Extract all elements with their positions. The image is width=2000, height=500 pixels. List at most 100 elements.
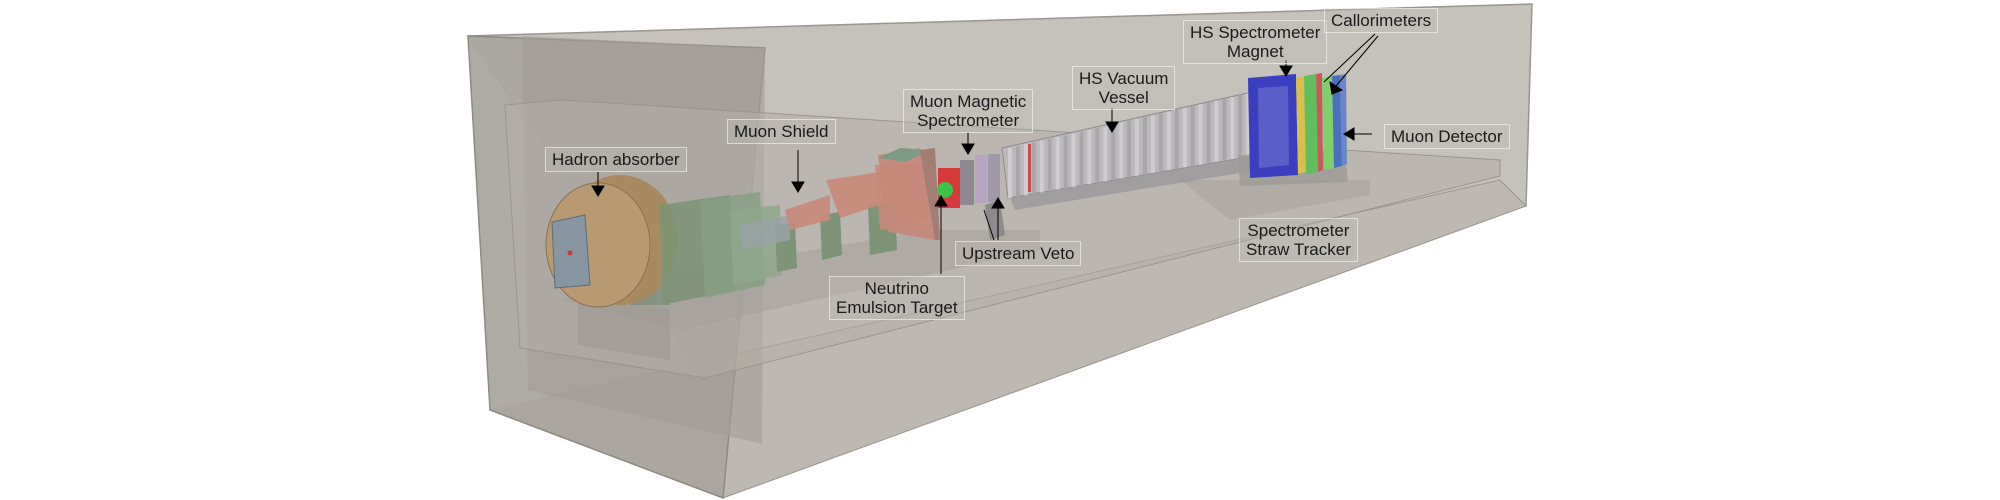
vessel-ring [1222, 98, 1227, 161]
vessel-ring [1055, 137, 1060, 190]
vessel-ring [1087, 129, 1092, 184]
vessel-ring [1174, 109, 1179, 169]
arrow-muon-shield-head [791, 181, 805, 193]
vessel-ring [1008, 148, 1012, 198]
vessel-ring [1023, 144, 1028, 196]
calorimeters [1296, 73, 1334, 174]
vessel-red-ring [1028, 144, 1031, 192]
vessel-ring [1015, 146, 1020, 197]
vessel-ring [1214, 100, 1219, 162]
neutrino-emulsion-target [878, 148, 960, 240]
hs-vacuum-vessel [1001, 87, 1282, 210]
arrow-muon-spectrometer-head [961, 143, 975, 155]
vessel-ring [1079, 131, 1084, 186]
label-hs-vacuum-vessel-line1: HS Vacuum [1079, 69, 1169, 88]
label-hs-vacuum-vessel-line2: Vessel [1098, 88, 1149, 107]
label-hadron-absorber: Hadron absorber [545, 147, 687, 172]
muon-detector [1332, 74, 1347, 168]
label-upstream-veto: Upstream Veto [955, 241, 1082, 266]
vessel-support [1010, 152, 1282, 210]
target-magnet-body [920, 148, 940, 240]
target-top-block [878, 148, 930, 162]
arrow-hs-vacuum-vessel-head [1105, 121, 1119, 133]
arrow-upstream-veto-1-head [991, 197, 1005, 209]
vessel-ring [1063, 135, 1068, 189]
muon-shield [660, 162, 930, 305]
shield-pipe [740, 215, 790, 250]
target-green-core [937, 182, 953, 198]
vessel-ring [1230, 97, 1235, 159]
vessel-ring [1039, 140, 1044, 193]
calorimeter-green-1 [1304, 74, 1318, 174]
vessel-ring [1135, 118, 1139, 176]
callout-arrows [591, 33, 1379, 274]
arrow-calorimeters-1 [1323, 33, 1376, 83]
target-magnet-front [878, 148, 935, 240]
arrow-upstream-veto-2 [983, 209, 995, 241]
vessel-ring [1158, 113, 1163, 172]
label-spectrometer-straw-tracker-line1: Spectrometer [1247, 221, 1350, 240]
muon-magnetic-spectrometer [960, 154, 1000, 205]
label-calorimeters-text: Callorimeters [1331, 11, 1432, 30]
cavern-step [578, 290, 670, 360]
calorimeter-yellow [1296, 76, 1306, 174]
vessel-ring [1143, 117, 1147, 175]
vessel-ring [1127, 120, 1132, 178]
cavern-platform [562, 230, 1040, 330]
muon-detector-plane-1 [1332, 75, 1342, 168]
calorimeter-green-2 [1322, 76, 1334, 170]
vessel-ring [1095, 128, 1100, 183]
arrow-hs-magnet-head [1279, 65, 1293, 77]
vessel-ring [1111, 124, 1116, 180]
vessel-ring [1182, 108, 1187, 168]
vessel-ring [1071, 133, 1076, 187]
label-muon-magnetic-spectrometer-line1: Muon Magnetic [910, 92, 1027, 111]
vessel-ring [1166, 111, 1171, 171]
arrow-hadron-absorber-head [591, 185, 605, 197]
label-muon-shield: Muon Shield [727, 119, 836, 144]
arrow-muon-detector-head [1343, 127, 1355, 141]
label-muon-detector-text: Muon Detector [1391, 127, 1503, 146]
vessel-ring [1190, 106, 1195, 166]
label-muon-magnetic-spectrometer: Muon Magnetic Spectrometer [903, 89, 1034, 133]
label-neutrino-emulsion-target: Neutrino Emulsion Target [829, 276, 965, 320]
label-neutrino-emulsion-target-line1: Neutrino [864, 279, 929, 298]
label-muon-magnetic-spectrometer-line2: Spectrometer [917, 111, 1020, 130]
label-neutrino-emulsion-target-line2: Emulsion Target [836, 298, 958, 317]
label-spectrometer-straw-tracker: Spectrometer Straw Tracker [1239, 218, 1358, 262]
upstream-veto [985, 200, 1005, 240]
shield-cone-1 [785, 195, 830, 230]
vessel-ring [1206, 102, 1211, 164]
shield-block-5 [820, 212, 842, 260]
calorimeter-red [1316, 73, 1323, 172]
label-hadron-absorber-text: Hadron absorber [552, 150, 680, 169]
veto-stand [985, 200, 1005, 240]
label-hs-spectrometer-magnet-line1: HS Spectrometer [1190, 23, 1321, 42]
vessel-ring [1198, 104, 1203, 165]
label-hs-vacuum-vessel: HS Vacuum Vessel [1072, 66, 1176, 110]
vessel-ring [1031, 142, 1036, 194]
muon-detector-plane-2 [1340, 74, 1347, 166]
vessel-ring [1103, 126, 1108, 182]
arrow-neutrino-target-head [934, 195, 948, 207]
label-upstream-veto-text: Upstream Veto [962, 244, 1075, 263]
label-hs-spectrometer-magnet-line2: Magnet [1226, 42, 1284, 61]
vessel-ring [1238, 95, 1243, 158]
vessel-ring [1150, 115, 1155, 173]
arrow-calorimeters-2 [1335, 35, 1379, 87]
hs-spectrometer-magnet [1248, 74, 1298, 178]
spectrometer-frame-2 [975, 155, 987, 203]
label-spectrometer-straw-tracker-line2: Straw Tracker [1246, 240, 1351, 259]
label-calorimeters: Callorimeters [1324, 8, 1439, 33]
cavern-right-platform [1180, 180, 1370, 220]
magnet-inner [1258, 86, 1289, 168]
vessel-ring [1119, 122, 1124, 179]
beam-spot [567, 250, 573, 256]
spectrometer-frame-1 [960, 160, 974, 205]
spectrometer-frame-3 [988, 154, 1000, 202]
label-muon-detector: Muon Detector [1384, 124, 1510, 149]
vessel-ring [1246, 93, 1251, 157]
label-muon-shield-text: Muon Shield [734, 122, 829, 141]
label-hs-spectrometer-magnet: HS Spectrometer Magnet [1183, 20, 1328, 64]
